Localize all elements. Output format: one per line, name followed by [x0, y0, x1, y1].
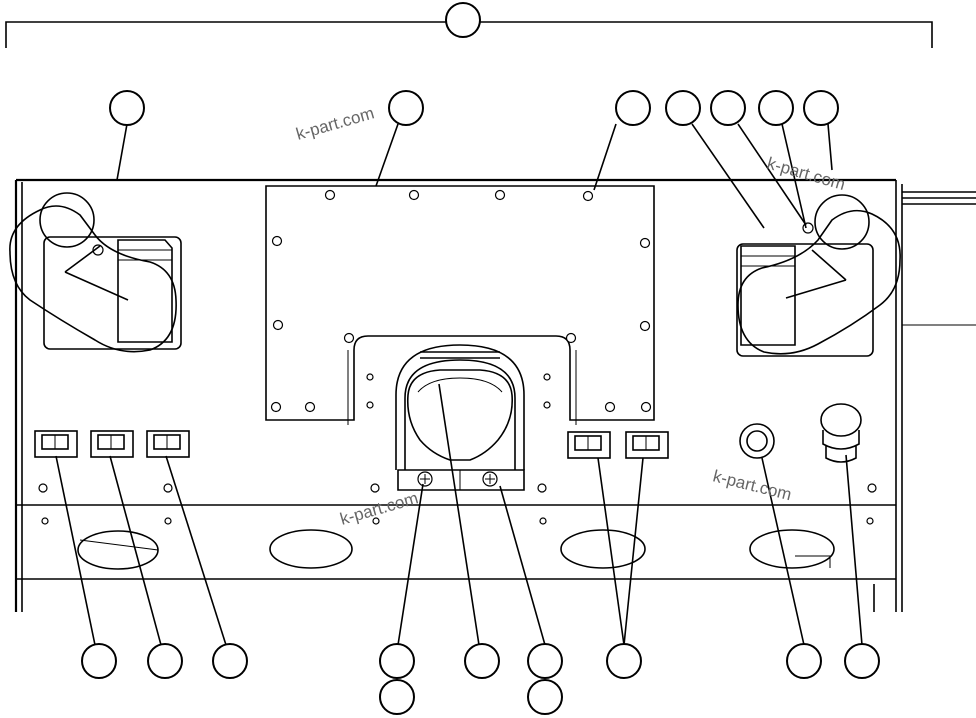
switch-3 [146, 430, 190, 458]
cover-plate [265, 185, 655, 425]
callout-06 [710, 90, 746, 126]
plate-bolts [270, 189, 652, 413]
watermark-2: k-part.com [765, 154, 847, 194]
callout-17 [606, 643, 642, 679]
callout-08 [803, 90, 839, 126]
callout-13 [379, 679, 415, 715]
callout-02 [109, 90, 145, 126]
watermark-4: k-part.com [711, 466, 794, 504]
right-joystick [736, 194, 901, 357]
callout-05 [665, 90, 701, 126]
callout-19 [844, 643, 880, 679]
callout-15 [527, 643, 563, 679]
callout-07 [758, 90, 794, 126]
panel-screws [38, 483, 877, 525]
callout-14 [464, 643, 500, 679]
callout-09 [81, 643, 117, 679]
rotary-dial-assembly [395, 344, 525, 491]
callout-01 [445, 2, 481, 38]
left-joystick [9, 192, 182, 353]
switch-4 [567, 431, 611, 459]
callout-bubbles [81, 2, 880, 715]
callout-03 [388, 90, 424, 126]
callout-10 [147, 643, 183, 679]
switch-2 [90, 430, 134, 458]
push-button [820, 403, 862, 463]
callout-04 [615, 90, 651, 126]
callout-11 [212, 643, 248, 679]
switch-5 [625, 431, 669, 459]
panel-body [14, 178, 976, 612]
callout-18 [786, 643, 822, 679]
callout-16 [527, 679, 563, 715]
rocker-switches [34, 430, 669, 459]
switch-1 [34, 430, 78, 458]
cutouts [77, 529, 835, 570]
indicator-lamp [739, 423, 775, 459]
watermark-1: k-part.com [294, 103, 376, 143]
leader-lines [55, 123, 863, 646]
callout-12 [379, 643, 415, 679]
